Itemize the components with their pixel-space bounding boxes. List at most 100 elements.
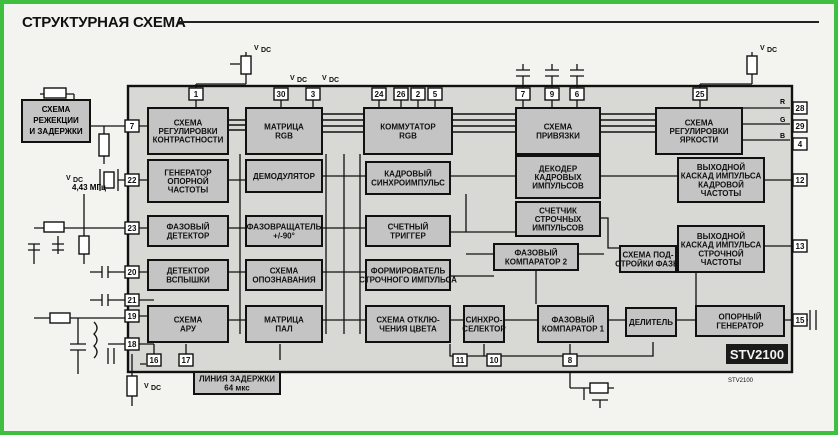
pin-10-box	[486, 353, 502, 367]
block-burst-det-box	[147, 259, 229, 291]
pin-16-box	[146, 353, 162, 367]
pin-7: 7	[124, 119, 140, 133]
block-diagram: СХЕМА РЕЖЕКЦИИ И ЗАДЕРЖКИ 4,43 МГц V DC …	[21, 45, 817, 408]
block-divider-label: ДЕЛИТЕЛЬ	[629, 318, 673, 327]
block-frame-sync-label: СИНХРОИМПУЛЬС	[371, 178, 445, 187]
pin-25-box	[692, 87, 708, 101]
block-rgb-matrix-box	[245, 107, 323, 155]
block-pal-matrix-label: ПАЛ	[275, 324, 293, 333]
block-ref-osc-label: ОПОРНОЙ	[167, 177, 209, 186]
pin-10-number: 10	[490, 356, 499, 365]
block-demod: ДЕМОДУЛЯТОР	[245, 159, 323, 193]
pin-2: 2	[410, 87, 426, 101]
pin-24-box	[371, 87, 387, 101]
block-phase-det-box	[147, 215, 229, 247]
pin-15-box	[792, 313, 808, 327]
pin-6-box	[569, 87, 585, 101]
vcc-label-pin3: V	[322, 75, 327, 82]
block-sync-sel: СИНХРО-СЕЛЕКТОР	[462, 305, 506, 343]
vcc-label-top-left: V	[254, 45, 259, 52]
block-phase-rot-box	[245, 215, 323, 247]
vcc-label-pin30: V	[290, 75, 295, 82]
pin-22-box	[124, 173, 140, 187]
block-line-counter-box	[515, 201, 601, 237]
pin-20: 20	[124, 265, 140, 279]
block-line-counter-label: ИМПУЛЬСОВ	[532, 224, 584, 233]
block-rgb-matrix-label: RGB	[275, 131, 293, 140]
block-phase-comp2-label: КОМПАРАТОР 2	[505, 257, 568, 266]
pin-28-box	[792, 101, 808, 115]
notch-delay-line-1: СХЕМА	[42, 105, 71, 114]
block-ref-gen-label: ГЕНЕРАТОР	[716, 321, 764, 330]
pin-16: 16	[146, 353, 162, 367]
block-line-out-label: СТРОЧНОЙ	[698, 249, 744, 258]
block-brightness-label: РЕГУЛИРОВКИ	[669, 127, 728, 136]
pin-6: 6	[569, 87, 585, 101]
block-color-off: СХЕМА ОТКЛЮ-ЧЕНИЯ ЦВЕТА	[365, 305, 451, 343]
block-delay-line-box	[193, 371, 281, 395]
pin-23: 23	[124, 221, 140, 235]
block-frame-out-box	[677, 157, 765, 203]
block-divider: ДЕЛИТЕЛЬ	[625, 307, 677, 337]
pin-26-box	[393, 87, 409, 101]
block-brightness-box	[655, 107, 743, 155]
block-clamp-label: СХЕМА	[544, 123, 573, 132]
pin-18-number: 18	[128, 340, 137, 349]
block-sync-sel-label: СЕЛЕКТОР	[462, 324, 506, 333]
block-ident-box	[245, 259, 323, 291]
block-rgb-matrix-label: МАТРИЦА	[264, 123, 304, 132]
block-ident-label: СХЕМА	[270, 267, 299, 276]
block-phase-rot-label: +/-90°	[273, 231, 295, 240]
pin-9-number: 9	[550, 90, 555, 99]
pin-1-number: 1	[194, 90, 199, 99]
pin-25-number: 25	[696, 90, 705, 99]
block-contrast-label: СХЕМА	[174, 118, 203, 127]
pin-5: 5	[427, 87, 443, 101]
vcc-label-top-right: V	[760, 45, 765, 52]
external-components	[28, 52, 817, 408]
pin-22-number: 22	[128, 176, 137, 185]
pin-17-number: 17	[182, 356, 191, 365]
block-phase-adj-label: СТРОЙКИ ФАЗЫ	[615, 259, 681, 268]
block-phase-rot-label: ФАЗОВРАЩАТЕЛЬ	[247, 223, 322, 232]
title-rule	[179, 21, 819, 23]
block-frame-out-label: ВЫХОДНОЙ	[697, 163, 746, 172]
block-delay-line-label: ЛИНИЯ ЗАДЕРЖКИ	[199, 375, 275, 384]
block-contrast-label: КОНТРАСТНОСТИ	[153, 136, 224, 145]
pin-9-box	[544, 87, 560, 101]
pin-23-number: 23	[128, 224, 137, 233]
pin-12: 12	[792, 173, 808, 187]
block-count-trig-box	[365, 215, 451, 247]
footnote: STV2100	[728, 378, 754, 384]
block-line-out-label: КАСКАД ИМПУЛЬСА	[681, 241, 762, 250]
block-frame-decoder-box	[515, 155, 601, 199]
block-line-pulse-label: СТРОЧНОГО ИМПУЛЬСА	[359, 275, 457, 284]
pin-7-number: 7	[130, 122, 135, 131]
block-color-off-label: СХЕМА ОТКЛЮ-	[376, 316, 440, 325]
pin-8: 8	[562, 353, 578, 367]
pin-13-box	[792, 239, 808, 253]
block-rgb-switch-label: RGB	[399, 131, 417, 140]
vcc-sub-left: DC	[73, 177, 83, 184]
pin-6-number: 6	[575, 90, 580, 99]
crystal-label: 4,43 МГц	[72, 183, 106, 192]
block-frame-sync-label: КАДРОВЫЙ	[384, 170, 432, 179]
pin-28: 28	[792, 101, 808, 115]
pin-20-number: 20	[128, 268, 137, 277]
pin-19-box	[124, 309, 140, 323]
notch-delay-block: СХЕМА РЕЖЕКЦИИ И ЗАДЕРЖКИ	[21, 99, 91, 143]
block-brightness-label: ЯРКОСТИ	[680, 136, 719, 145]
block-pal-matrix-label: МАТРИЦА	[264, 316, 304, 325]
